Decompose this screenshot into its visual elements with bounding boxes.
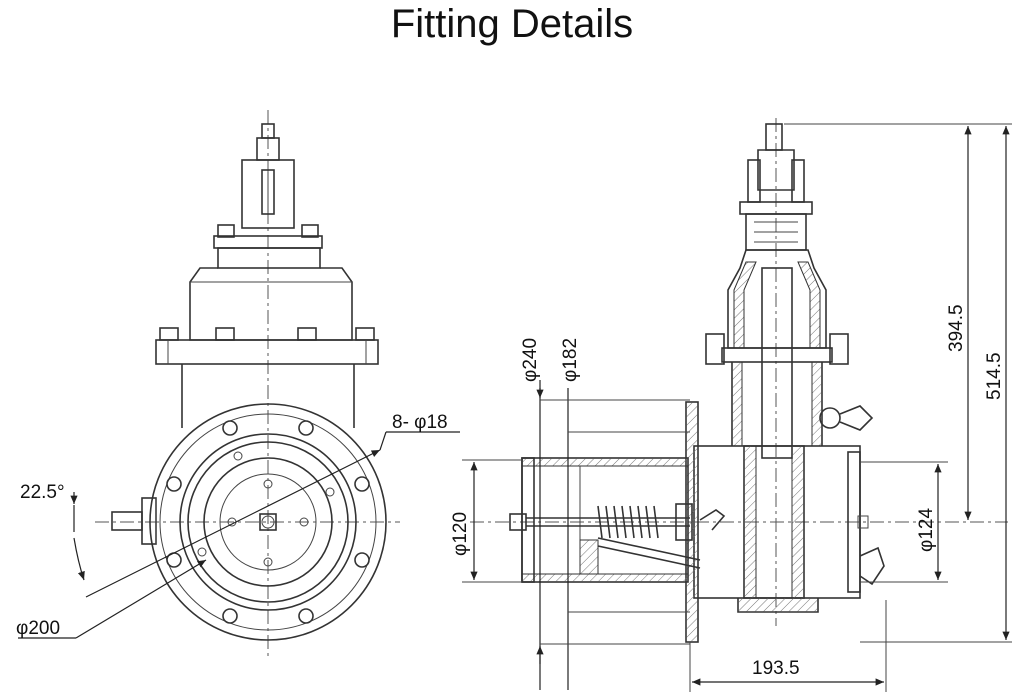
d124-label: φ124 bbox=[916, 508, 937, 552]
angle-label: 22.5° bbox=[20, 482, 65, 503]
side-view bbox=[462, 118, 1012, 692]
d182-label: φ182 bbox=[560, 338, 581, 382]
pcd-label: φ200 bbox=[16, 618, 60, 639]
h394-label: 394.5 bbox=[946, 304, 967, 352]
bolt-holes-label: 8- φ18 bbox=[392, 412, 448, 433]
h514-label: 514.5 bbox=[984, 352, 1005, 400]
d120-label: φ120 bbox=[450, 512, 471, 556]
d240-label: φ240 bbox=[520, 338, 541, 382]
front-view bbox=[18, 110, 460, 660]
w193-label: 193.5 bbox=[752, 658, 800, 679]
bolt-holes bbox=[166, 420, 370, 624]
diagram-title: Fitting Details bbox=[390, 2, 634, 46]
